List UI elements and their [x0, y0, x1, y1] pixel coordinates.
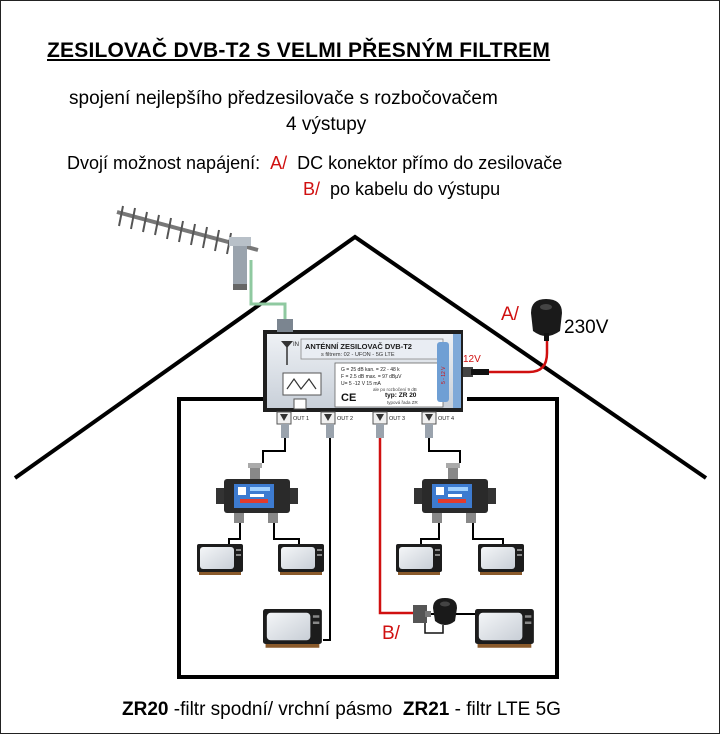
amp-spec-3: U= 5 -12 V 15 mA	[341, 381, 382, 387]
power-injector-icon	[413, 598, 477, 634]
option-b-text: po kabelu do výstupu	[330, 179, 501, 199]
tv-icon	[263, 609, 322, 648]
tv-icon	[197, 544, 243, 575]
tv-icon	[278, 544, 324, 575]
amp-in-label: IN	[293, 342, 299, 348]
zr20-text: -filtr spodní/ vrchní pásmo	[168, 699, 403, 720]
amp-spec-1: G = 25 dB kan. = 22 - 48 k	[341, 367, 400, 373]
house-roof	[13, 234, 708, 480]
zr20-code: ZR20	[122, 699, 169, 720]
output-ports	[276, 411, 437, 438]
label-b: B/	[382, 623, 401, 644]
splitter-right	[414, 463, 496, 523]
tv-icon	[396, 544, 442, 575]
ce-mark: CE	[341, 392, 356, 404]
mains-voltage-label: 230V	[564, 317, 609, 338]
amp-spec-note: ale po rozbočení 9 dB	[373, 387, 417, 392]
house-walls	[177, 397, 559, 679]
power-intro: Dvojí možnost napájení:	[67, 153, 261, 173]
splitter-left	[216, 463, 298, 523]
amp-type-label: typ: ZR 20	[385, 392, 417, 399]
subtitle-line-1: spojení nejlepšího předzesilovače s rozb…	[69, 88, 498, 109]
option-a-text: DC konektor přímo do zesilovače	[297, 153, 563, 173]
option-a-marker: A/	[270, 153, 288, 173]
tv-icon	[475, 609, 534, 648]
power-options-line-a: Dvojí možnost napájení: A/ DC konektor p…	[67, 153, 562, 174]
out-4-label: OUT 4	[438, 416, 454, 422]
amp-subtitle: s filtrem: 02 - UFON - 5G LTE	[321, 352, 395, 358]
option-b-marker: B/	[303, 179, 321, 199]
label-a: A/	[501, 304, 520, 325]
dc-voltage-label: 12V	[463, 354, 481, 365]
out-3-label: OUT 3	[389, 416, 405, 422]
amplifier-unit	[263, 319, 463, 412]
subtitle-line-2: 4 výstupy	[286, 114, 367, 135]
amp-spec-2: F = 2.5 dB max. = 97 dBµV	[341, 374, 402, 380]
zr21-code: ZR21	[402, 699, 450, 720]
dc-cable	[489, 339, 549, 374]
antenna-icon	[116, 205, 259, 290]
amp-title: ANTÉNNÍ ZESILOVAČ DVB-T2	[305, 342, 412, 351]
amp-type-note: typová řada ZR	[387, 400, 419, 405]
power-options-line-b: B/ po kabelu do výstupu	[303, 179, 500, 200]
zr21-text: - filtr LTE 5G	[449, 699, 561, 720]
amp-side-label: 5 - 12 V	[441, 366, 447, 384]
out-1-label: OUT 1	[293, 416, 309, 422]
antenna-cable	[249, 260, 287, 321]
footer-caption: ZR20 -filtr spodní/ vrchní pásmo ZR21 - …	[122, 699, 561, 721]
tv-icon	[478, 544, 524, 575]
out-2-label: OUT 2	[337, 416, 353, 422]
power-adapter-icon	[531, 299, 562, 341]
page-title: ZESILOVAČ DVB-T2 S VELMI PŘESNÝM FILTREM	[47, 39, 551, 62]
dc-plug	[463, 367, 489, 377]
injector-cable	[378, 438, 415, 615]
